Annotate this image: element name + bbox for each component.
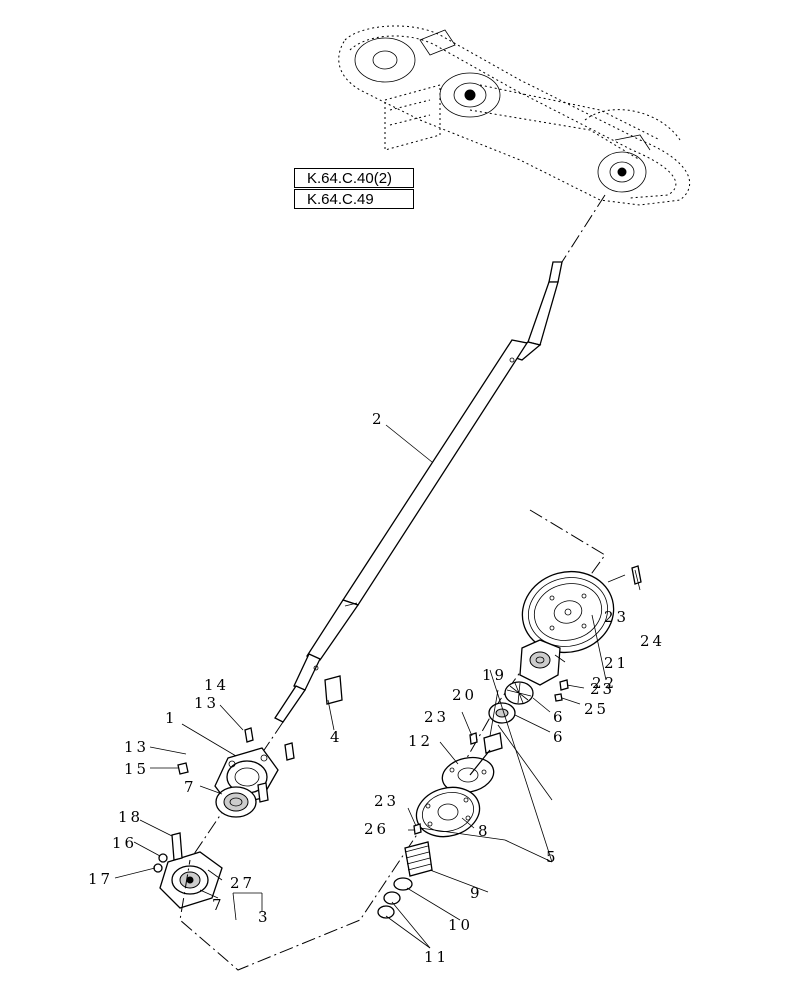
callout-23-top: 23 (604, 608, 629, 626)
callout-25: 25 (584, 700, 609, 718)
callout-21: 21 (604, 654, 629, 672)
pulley (521, 570, 615, 654)
callout-17: 17 (88, 870, 113, 888)
callout-7-upper: 7 (184, 778, 197, 796)
callout-19: 19 (482, 666, 507, 684)
callout-5: 5 (546, 848, 559, 866)
set-screw-23-right (559, 679, 569, 691)
callout-13-lower: 13 (124, 738, 149, 756)
bolt-18 (171, 832, 183, 861)
callout-16: 16 (112, 834, 137, 852)
callout-20: 20 (452, 686, 477, 704)
callout-23-right: 23 (590, 680, 615, 698)
coupling-insert (504, 681, 534, 705)
flange-bearing-lower (159, 851, 223, 909)
callout-13-upper: 13 (194, 694, 219, 712)
callout-23-lower: 23 (374, 792, 399, 810)
key (324, 675, 343, 705)
callout-14: 14 (204, 676, 229, 694)
callout-2: 2 (372, 410, 385, 428)
callout-7-lower: 7 (212, 896, 225, 914)
coupling-half (488, 702, 516, 724)
set-screw-26 (413, 823, 422, 835)
bolt-lower (257, 782, 269, 803)
callout-26: 26 (364, 820, 389, 838)
nut-11-upper (383, 891, 401, 905)
washer-16 (158, 853, 168, 863)
callout-23-mid: 23 (424, 708, 449, 726)
clutch-hub-plate (441, 749, 495, 794)
bolt-14 (244, 727, 254, 743)
callout-12: 12 (408, 732, 433, 750)
nut-17 (153, 863, 163, 873)
key-25 (554, 693, 563, 702)
clutch-shaft-19 (483, 732, 503, 754)
callout-8: 8 (478, 822, 491, 840)
bearing-insert-upper (215, 786, 257, 818)
center-line-top (561, 194, 606, 263)
callout-6-lower: 6 (553, 728, 566, 746)
reference-link-1[interactable]: K.64.C.40(2) (294, 168, 414, 188)
callout-11: 11 (424, 948, 449, 966)
friction-disc (415, 786, 481, 838)
callout-18: 18 (118, 808, 143, 826)
reference-link-2[interactable]: K.64.C.49 (294, 189, 414, 209)
callout-15: 15 (124, 760, 149, 778)
callout-22: 22 (592, 674, 617, 692)
callouts: 2 1 14 13 13 15 7 4 18 16 17 27 7 3 23 2… (88, 410, 665, 966)
callout-6-upper: 6 (553, 708, 566, 726)
bolt-upper-right (284, 742, 295, 761)
callout-24: 24 (640, 632, 665, 650)
callout-9: 9 (470, 884, 483, 902)
leader-lines (114, 424, 641, 949)
callout-3: 3 (258, 908, 271, 926)
main-shaft (274, 261, 563, 723)
hub (519, 639, 561, 686)
nut-11-lower (377, 905, 395, 919)
belt-drive-assembly (338, 25, 690, 206)
callout-27: 27 (230, 874, 255, 892)
spring (404, 841, 433, 877)
callout-10: 10 (448, 916, 473, 934)
bolt-15 (177, 762, 189, 775)
callout-1: 1 (165, 709, 178, 727)
washer-10 (393, 877, 413, 891)
callout-4: 4 (330, 728, 343, 746)
